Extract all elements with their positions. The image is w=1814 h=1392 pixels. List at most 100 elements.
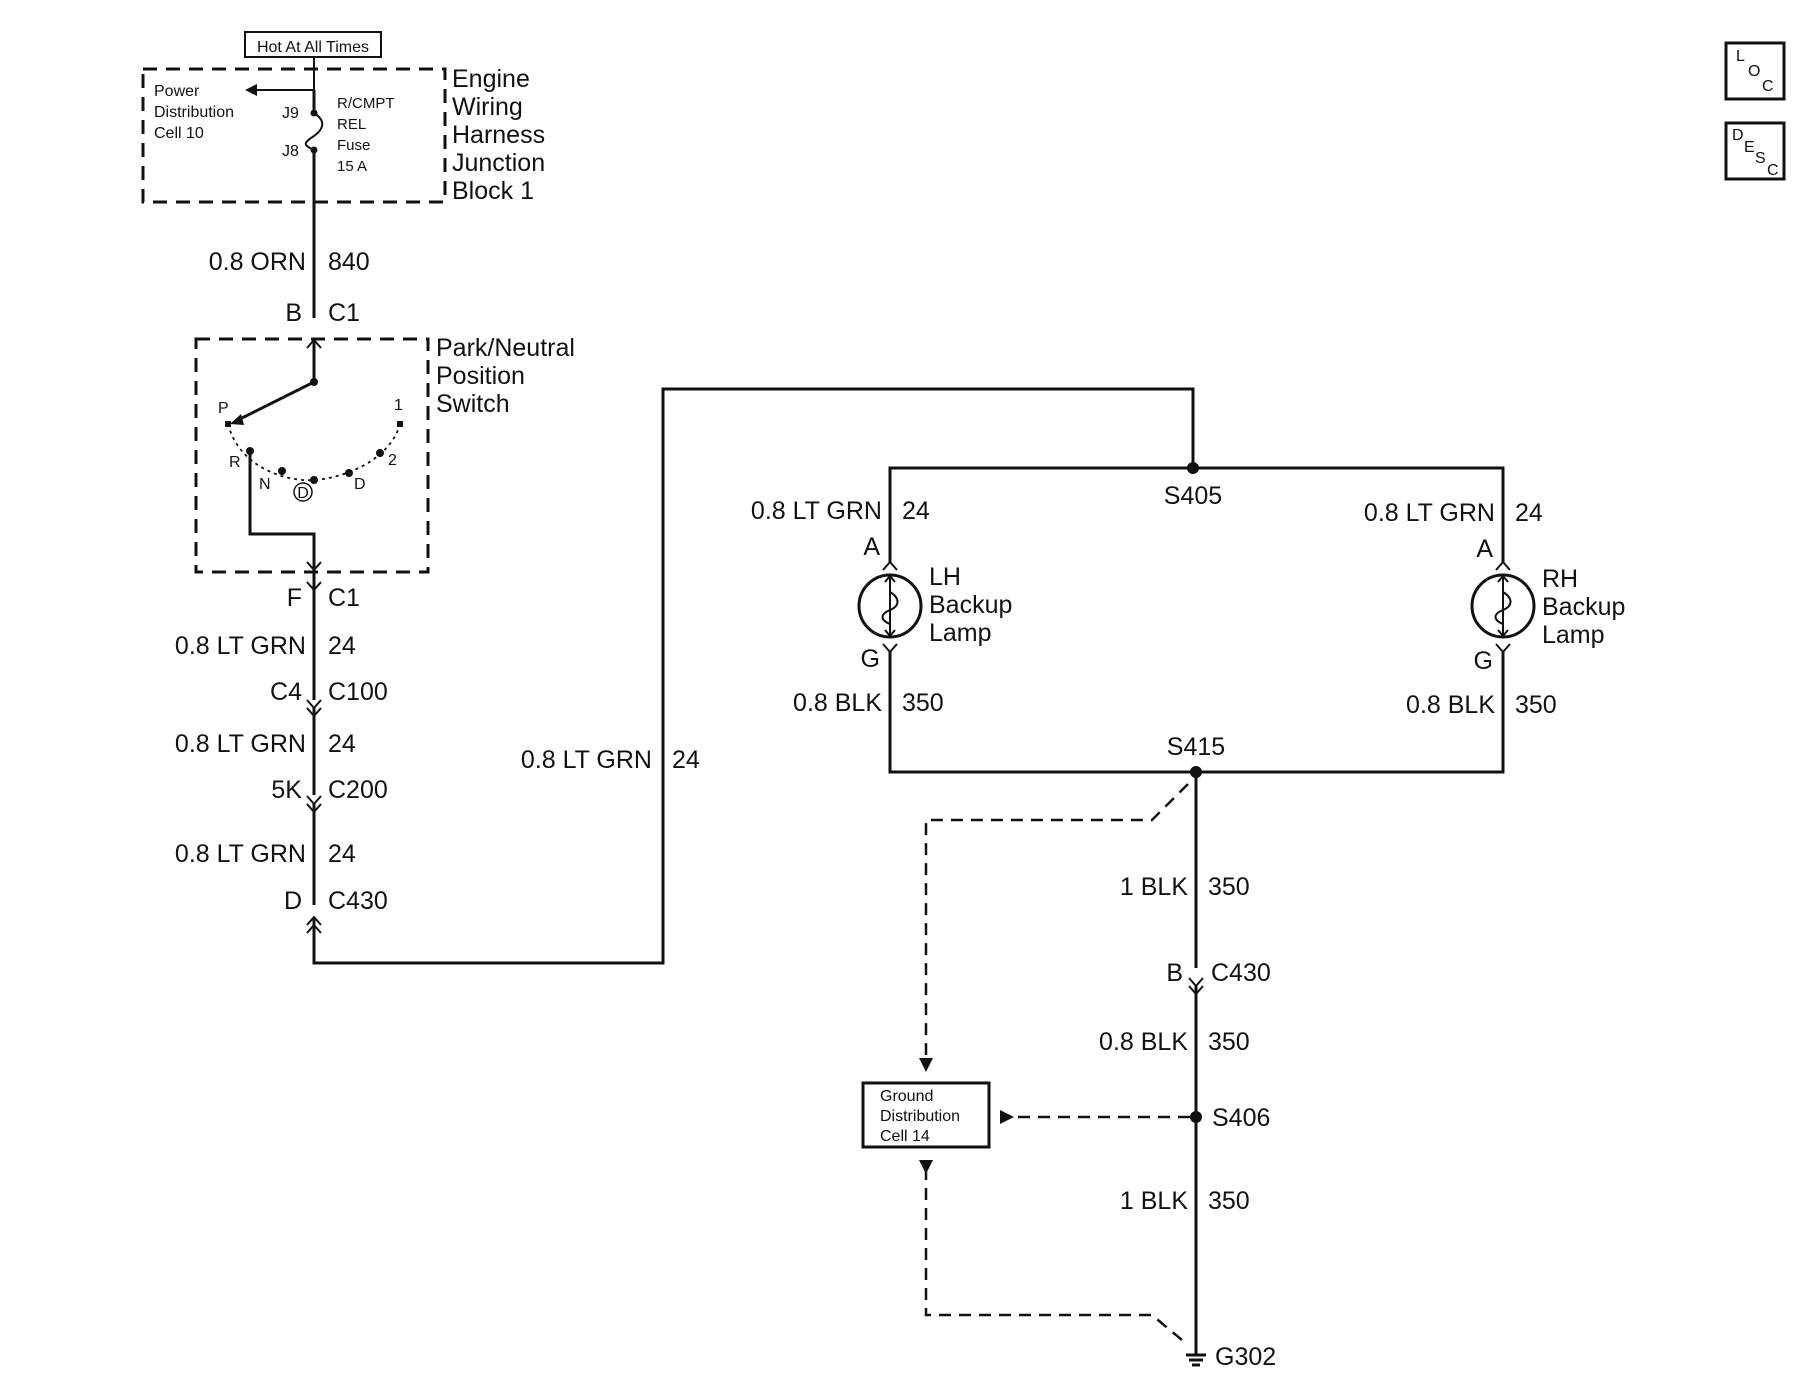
ltgrn-wire-run: F C1 0.8 LT GRN 24 C4 C100 0.8 LT GRN 24… xyxy=(175,387,1195,965)
splice-s405-label: S405 xyxy=(1164,482,1222,510)
hot-at-all-times-label: Hot At All Times xyxy=(257,39,369,56)
switch-pos-1: 1 xyxy=(394,397,403,414)
c200-connector: C200 xyxy=(328,776,388,804)
ground-ref-s415-line xyxy=(924,783,1189,1055)
junction-block-label-line1: Engine xyxy=(452,65,530,93)
power-distribution-arrow-icon xyxy=(245,84,257,96)
ground-distribution-box xyxy=(861,1081,991,1149)
left-wire-run: 0.8 ORN 840 B C1 xyxy=(209,150,370,382)
ground-gauge-1: 1 BLK xyxy=(1120,873,1188,901)
lh-ground-circuit: 350 xyxy=(902,689,944,717)
rh-pin-g: G xyxy=(1474,647,1493,675)
c430-connector-left: C430 xyxy=(328,887,388,915)
switch-pos-r: R xyxy=(229,454,241,471)
ground-gauge-3: 1 BLK xyxy=(1120,1187,1188,1215)
switch-input-connector: C1 xyxy=(328,299,360,327)
desc-letter-e: E xyxy=(1744,139,1755,156)
rh-connector-a-icon xyxy=(1495,560,1511,571)
desc-letter-s: S xyxy=(1755,150,1766,167)
lh-lamp-label-line3: Lamp xyxy=(929,619,992,647)
fuse-label-line4: 15 A xyxy=(337,158,367,175)
ltgrn-circuit-3: 24 xyxy=(328,840,356,868)
rh-connector-g-icon xyxy=(1495,643,1511,654)
s405-distribution-wire xyxy=(888,466,1505,562)
junction-block-label-line3: Harness xyxy=(452,121,545,149)
connector-c430-right-icon xyxy=(1188,977,1204,988)
switch-outline xyxy=(194,337,430,574)
switch-arm-arrow-icon xyxy=(230,414,244,425)
c430-pin-d: D xyxy=(284,887,302,915)
lh-ground-gauge: 0.8 BLK xyxy=(793,689,882,717)
power-section: Hot At All Times Power Distribution Cell… xyxy=(141,31,545,205)
desc-button[interactable]: D E S C xyxy=(1724,121,1786,181)
junction-block-outline xyxy=(141,67,447,204)
splice-s406-label: S406 xyxy=(1212,1104,1270,1132)
ground-g302-icon xyxy=(1186,1353,1206,1367)
rh-lamp-label-line2: Backup xyxy=(1542,593,1625,621)
ltgrn-crossover-wire xyxy=(312,387,1195,965)
connector-c100-icon xyxy=(306,699,322,710)
ltgrn-circuit-4: 24 xyxy=(672,746,700,774)
rh-feed-gauge: 0.8 LT GRN xyxy=(1364,499,1495,527)
c430-connector-right: C430 xyxy=(1211,959,1271,987)
ground-circuit-2: 350 xyxy=(1208,1028,1250,1056)
splice-s415-label: S415 xyxy=(1167,733,1225,761)
loc-letter-c: C xyxy=(1762,78,1774,95)
loc-letter-l: L xyxy=(1736,48,1745,65)
park-neutral-switch: Park/Neutral Position Switch P R N D D 2… xyxy=(194,334,575,574)
switch-label-line1: Park/Neutral xyxy=(436,334,575,362)
ground-run: 1 BLK 350 B C430 0.8 BLK 350 S406 1 BLK … xyxy=(861,772,1276,1371)
ltgrn-gauge-2: 0.8 LT GRN xyxy=(175,730,306,758)
switch-pos-d: D xyxy=(354,476,366,493)
ground-ref-down-arrow-icon xyxy=(919,1160,933,1174)
loc-button[interactable]: L O C xyxy=(1724,41,1786,101)
lh-feed-gauge: 0.8 LT GRN xyxy=(751,497,882,525)
desc-letter-d: D xyxy=(1732,127,1744,144)
ltgrn-gauge-4: 0.8 LT GRN xyxy=(521,746,652,774)
lh-connector-g-icon xyxy=(882,643,898,654)
lh-feed-circuit: 24 xyxy=(902,497,930,525)
switch-output-pin: F xyxy=(287,584,302,612)
rh-lamp-label-line3: Lamp xyxy=(1542,621,1605,649)
rh-pin-a: A xyxy=(1476,535,1493,563)
rh-ground-gauge: 0.8 BLK xyxy=(1406,691,1495,719)
lh-pin-a: A xyxy=(863,533,880,561)
c100-connector: C100 xyxy=(328,678,388,706)
c200-pin: 5K xyxy=(271,776,302,804)
ground-g302-label: G302 xyxy=(1215,1343,1276,1371)
switch-input-pin: B xyxy=(285,299,302,327)
splice-s406-dot xyxy=(1190,1111,1202,1123)
switch-pos-overdrive: D xyxy=(297,485,309,502)
ground-circuit-3: 350 xyxy=(1208,1187,1250,1215)
connector-c200-icon xyxy=(306,795,322,806)
rh-ground-circuit: 350 xyxy=(1515,691,1557,719)
power-distribution-line1: Power xyxy=(154,83,200,100)
orn-wire-gauge: 0.8 ORN xyxy=(209,248,306,276)
c100-pin: C4 xyxy=(270,678,302,706)
power-distribution-line2: Distribution xyxy=(154,104,234,121)
reverse-contact-wire xyxy=(248,451,316,568)
ground-ref-left-arrow-icon xyxy=(1000,1110,1014,1124)
fuse-label-line1: R/CMPT xyxy=(337,95,395,112)
loc-letter-o: O xyxy=(1748,63,1760,80)
ground-gauge-2: 0.8 BLK xyxy=(1099,1028,1188,1056)
switch-label-line2: Position xyxy=(436,362,525,390)
ground-circuit-1: 350 xyxy=(1208,873,1250,901)
junction-block-label-line2: Wiring xyxy=(452,93,523,121)
switch-pos-2: 2 xyxy=(388,452,397,469)
ground-distribution-line2: Distribution xyxy=(880,1108,960,1125)
ground-distribution-line3: Cell 14 xyxy=(880,1128,930,1145)
switch-contact-arm xyxy=(237,380,315,422)
c430-pin-b: B xyxy=(1166,959,1183,987)
power-distribution-line3: Cell 10 xyxy=(154,125,204,142)
rh-lamp-label-line1: RH xyxy=(1542,565,1578,593)
switch-output-connector: C1 xyxy=(328,584,360,612)
overdrive-circle-icon xyxy=(293,482,313,502)
junction-block-label-line5: Block 1 xyxy=(452,177,534,205)
j9-label: J9 xyxy=(282,105,299,122)
ground-distribution-line1: Ground xyxy=(880,1088,933,1105)
switch-pos-p: P xyxy=(218,400,229,417)
lh-pin-g: G xyxy=(861,645,880,673)
rh-feed-circuit: 24 xyxy=(1515,499,1543,527)
